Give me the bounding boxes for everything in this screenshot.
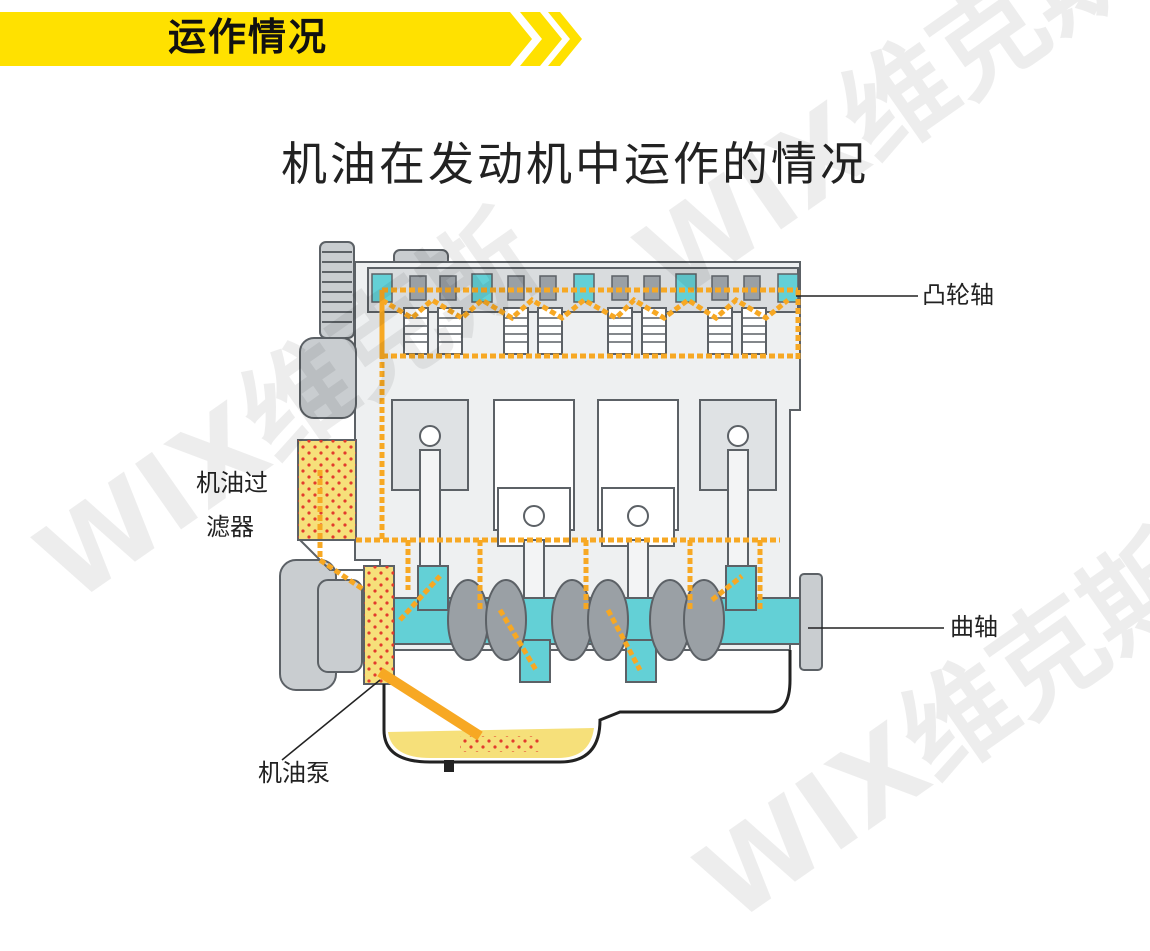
section-banner [0,12,582,66]
oil-flow-paths [317,287,801,672]
section-banner-title: 运作情况 [168,15,329,59]
oil-filter [297,439,368,571]
label-oil-filter-line2: 滤器 [206,513,254,541]
leader-lines [281,295,944,761]
front-pulleys [279,337,363,691]
label-oil-pump: 机油泵 [258,759,330,787]
label-oil-filter-line1: 机油过 [196,469,268,497]
engine-cutaway-illustration [279,241,944,772]
diagram-title: 机油在发动机中运作的情况 [281,137,869,191]
oil-pan [377,650,792,772]
timing-gear [319,241,355,339]
label-crankshaft: 曲轴 [950,613,998,641]
label-camshaft: 凸轮轴 [922,281,994,309]
camshaft [371,273,799,303]
